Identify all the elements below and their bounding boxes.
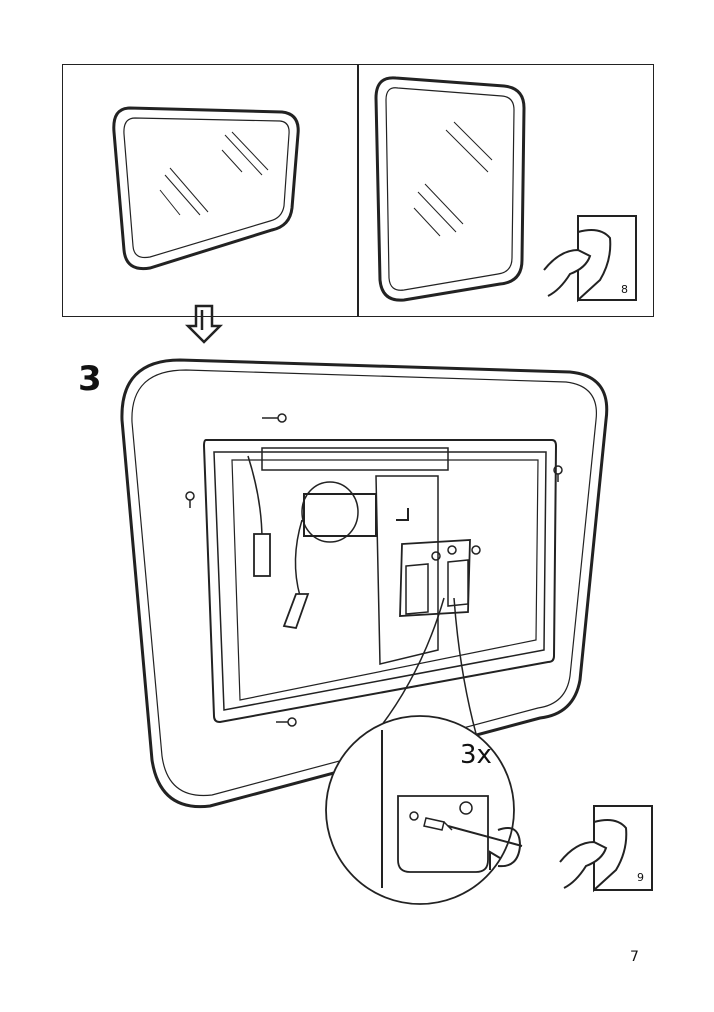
page-number: 7 [630, 949, 639, 965]
mirror-portrait-illustration [374, 76, 526, 302]
page-turn-icon [543, 215, 637, 303]
zoom-callout [325, 597, 523, 905]
down-arrow-icon [184, 304, 224, 344]
panel-divider [357, 64, 359, 317]
page-ref-8: 8 [621, 283, 628, 296]
mirror-tilted-illustration [112, 106, 300, 271]
mirror-back-illustration [120, 358, 609, 809]
step-number: 3 [78, 359, 102, 399]
rotate-arrow-icon [489, 827, 522, 870]
keyhole-icon [185, 413, 563, 727]
screw-count-label: 3x [460, 740, 492, 770]
page-ref-9: 9 [637, 871, 644, 884]
page-turn-icon [559, 805, 653, 893]
screw-icon [431, 545, 481, 561]
